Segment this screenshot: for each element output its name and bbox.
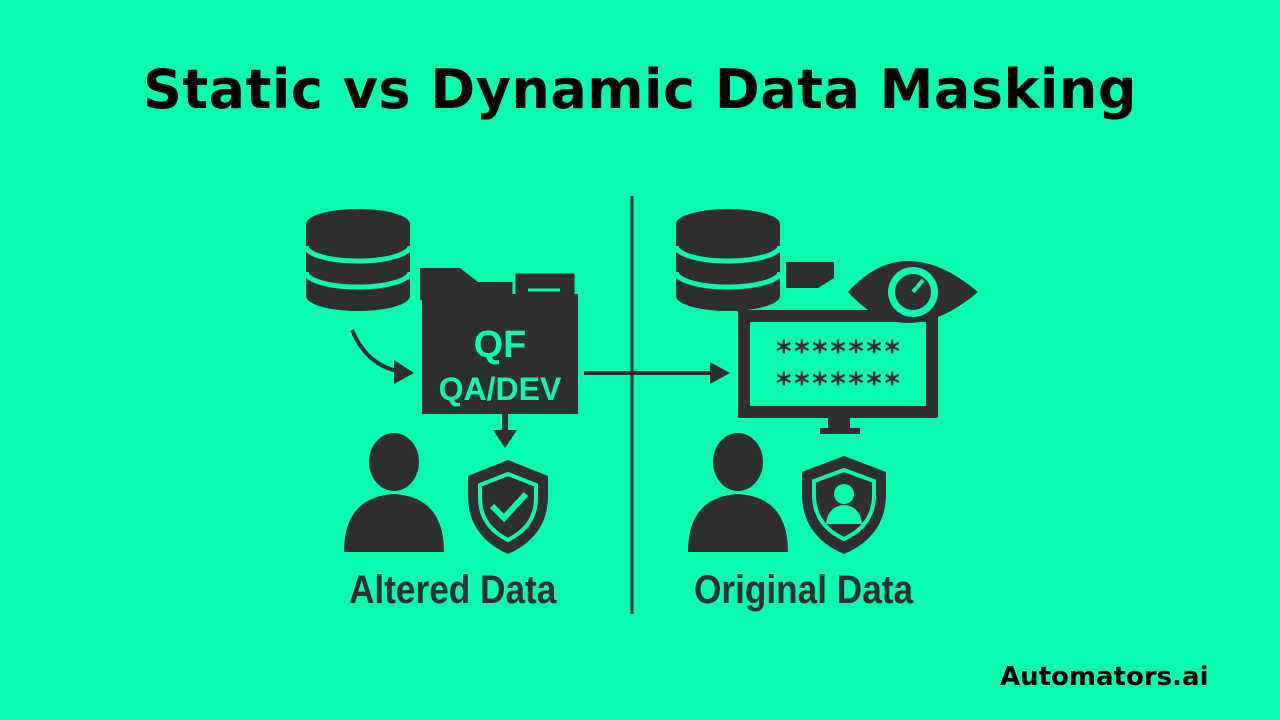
right-arrow-icon — [584, 362, 730, 384]
shield-user-icon — [802, 456, 886, 554]
altered-data-caption: Altered Data — [349, 568, 557, 612]
eye-icon — [848, 261, 978, 323]
folder-label-qf: QF — [474, 324, 527, 366]
arrowhead-icon — [394, 360, 414, 384]
masked-value-line2: ******* — [775, 367, 901, 402]
original-data-caption: Original Data — [694, 568, 914, 612]
monitor-icon: ******* ******* — [738, 262, 938, 434]
folder-label-qa-dev: QA/DEV — [439, 371, 562, 407]
down-arrow-icon — [493, 414, 517, 448]
brand-logo: Automators.ai — [1000, 662, 1209, 692]
masked-value-line1: ******* — [775, 335, 901, 370]
user-icon — [688, 433, 788, 552]
user-icon — [344, 433, 444, 552]
shield-check-icon — [468, 460, 548, 554]
page-title: Static vs Dynamic Data Masking — [142, 58, 1138, 121]
folder-icon: QF QA/DEV — [420, 268, 578, 414]
